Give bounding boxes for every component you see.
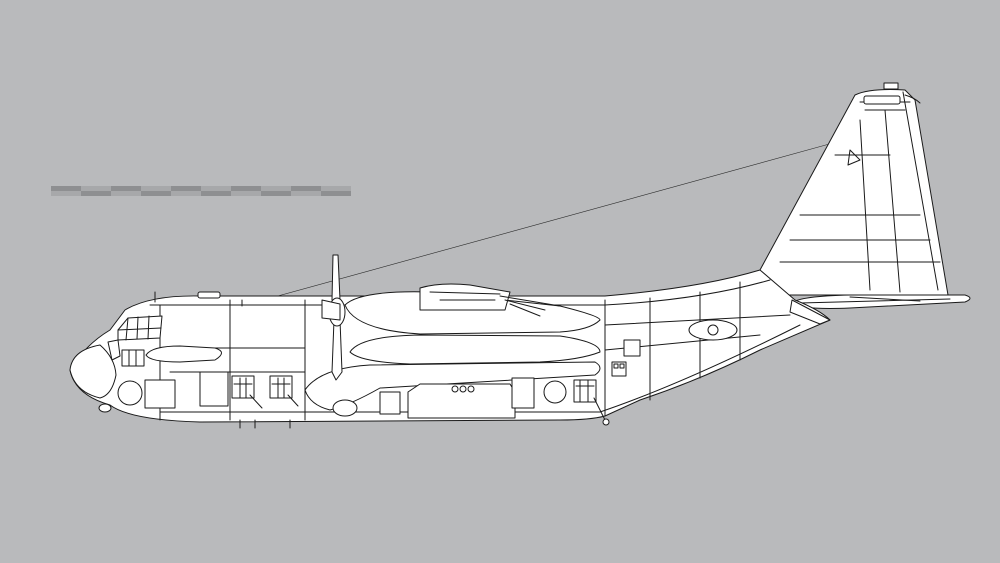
scale-bar-segment-bottom <box>231 191 261 196</box>
scale-bar-segment-top <box>141 186 171 191</box>
scale-bar-segment-top <box>111 186 141 191</box>
scale-bar-segment-bottom <box>81 191 111 196</box>
antennas <box>98 291 291 429</box>
scale-bar-segment-bottom <box>141 191 171 196</box>
vertical-stabilizer <box>759 82 949 296</box>
forward-fairing <box>117 345 229 409</box>
scale-bar-segment-bottom <box>261 191 291 196</box>
scale-bar-segment-bottom <box>201 191 231 196</box>
scale-bar <box>51 186 351 196</box>
scale-bar-segment-top <box>51 186 81 191</box>
wing-and-nacelle <box>304 283 601 417</box>
scale-bar-segment-bottom <box>321 191 351 196</box>
cockpit-windows <box>107 315 163 367</box>
scale-bar-segment-bottom <box>171 191 201 196</box>
scale-bar-segment-top <box>231 186 261 191</box>
scale-bar-segment-top <box>291 186 321 191</box>
scale-bar-segment-top <box>81 186 111 191</box>
propeller <box>321 254 346 381</box>
scale-bar-segment-bottom <box>291 191 321 196</box>
scale-bar-segment-top <box>171 186 201 191</box>
side-guns <box>231 375 299 409</box>
rear-panels <box>611 319 738 377</box>
scale-bar-segment-top <box>321 186 351 191</box>
scale-bar-segment-top <box>261 186 291 191</box>
scale-bar-segment-bottom <box>111 191 141 196</box>
scale-bar-segment-top <box>201 186 231 191</box>
rear-gun-turret <box>573 379 610 426</box>
antenna-wire <box>244 142 834 306</box>
horizontal-stabilizer <box>791 294 971 309</box>
scale-bar-segment-bottom <box>51 191 81 196</box>
landing-gear <box>379 377 567 419</box>
